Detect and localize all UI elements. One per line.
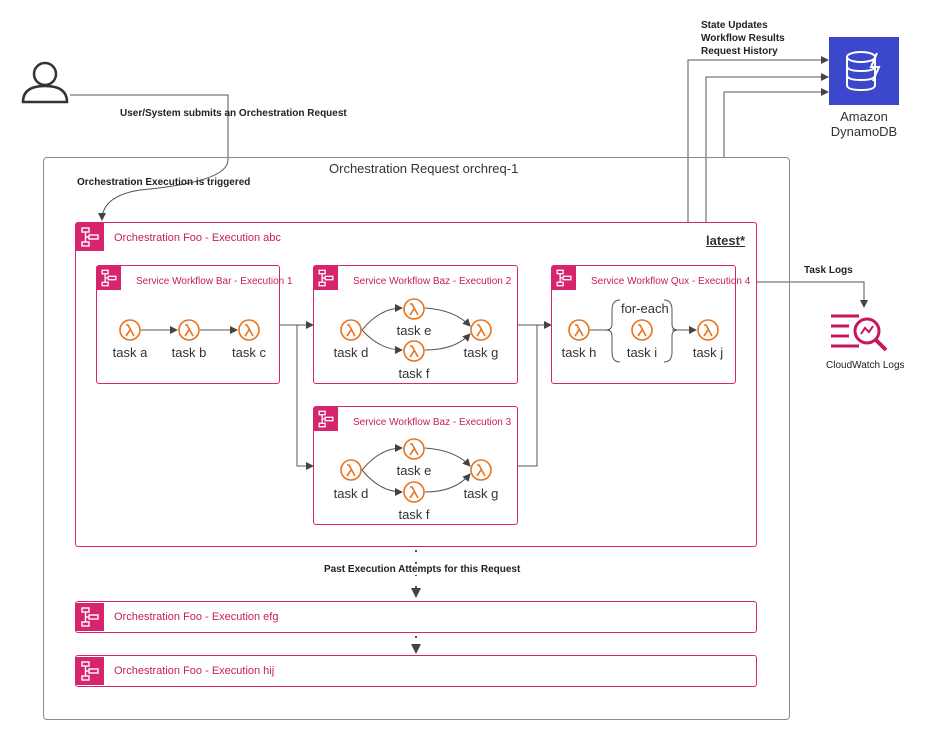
lambda-icon — [340, 319, 362, 341]
workflow-1: Service Workflow Bar - Execution 1 — [96, 265, 293, 384]
task-label: task d — [333, 486, 369, 501]
step-functions-icon — [552, 266, 576, 290]
triggered-label: Orchestration Execution is triggered — [77, 177, 251, 188]
lambda-icon — [470, 459, 492, 481]
lambda-icon — [568, 319, 590, 341]
step-functions-icon — [76, 657, 104, 685]
execution-past-1-title: Orchestration Foo - Execution efg — [114, 611, 279, 623]
task-label: task b — [171, 345, 207, 360]
workflow-4-title: Service Workflow Qux - Execution 4 — [591, 276, 751, 287]
step-functions-icon — [97, 266, 121, 290]
submit-label: User/System submits an Orchestration Req… — [120, 108, 347, 119]
task-label: task f — [398, 366, 430, 381]
execution-current: Orchestration Foo - Execution abc latest… — [75, 222, 757, 547]
workflow-3: Service Workflow Baz - Execution 3 — [313, 406, 518, 525]
workflow-results-label: Workflow Results — [701, 33, 785, 44]
step-functions-icon — [314, 266, 338, 290]
dynamodb-name-2: DynamoDB — [830, 124, 898, 139]
task-label: task e — [396, 323, 432, 338]
task-label: task h — [561, 345, 597, 360]
step-functions-icon — [314, 407, 338, 431]
task-label: task f — [398, 507, 430, 522]
lambda-icon — [340, 459, 362, 481]
latest-label: latest* — [706, 233, 746, 248]
orchestration-request-container: Orchestration Request orchreq-1 — [43, 157, 790, 720]
task-label: task g — [463, 486, 499, 501]
task-label: task i — [626, 345, 658, 360]
task-label: task c — [232, 345, 266, 360]
request-history-label: Request History — [701, 46, 778, 57]
task-label: task a — [112, 345, 148, 360]
lambda-icon — [403, 481, 425, 503]
lambda-icon — [178, 319, 200, 341]
past-attempts-label: Past Execution Attempts for this Request — [322, 564, 523, 575]
dynamodb-icon — [829, 37, 899, 105]
lambda-icon — [238, 319, 260, 341]
lambda-icon — [403, 298, 425, 320]
execution-past-1: Orchestration Foo - Execution efg — [75, 601, 757, 633]
workflow-3-title: Service Workflow Baz - Execution 3 — [353, 417, 512, 428]
task-label: task e — [396, 463, 432, 478]
lambda-icon — [697, 319, 719, 341]
for-each-label: for-each — [621, 301, 669, 316]
cloudwatch-name: CloudWatch Logs — [826, 360, 905, 371]
cloudwatch-logs-icon — [831, 314, 888, 352]
workflow-4: Service Workflow Qux - Execution 4 — [551, 265, 750, 384]
state-updates-label: State Updates — [701, 20, 768, 31]
lambda-icon — [470, 319, 492, 341]
task-label: task d — [333, 345, 369, 360]
execution-past-2-title: Orchestration Foo - Execution hij — [114, 665, 275, 677]
task-label: task g — [463, 345, 499, 360]
lambda-icon — [631, 319, 653, 341]
workflow-2-title: Service Workflow Baz - Execution 2 — [353, 276, 512, 287]
step-functions-icon — [76, 223, 104, 251]
dynamodb-name-1: Amazon — [840, 109, 888, 124]
lambda-icon — [403, 438, 425, 460]
step-functions-icon — [76, 603, 104, 631]
lambda-icon — [119, 319, 141, 341]
workflow-1-title: Service Workflow Bar - Execution 1 — [136, 276, 293, 287]
request-title: Orchestration Request orchreq-1 — [329, 161, 519, 176]
workflow-2: Service Workflow Baz - Execution 2 — [313, 265, 518, 384]
execution-current-title: Orchestration Foo - Execution abc — [114, 232, 281, 244]
task-logs-label: Task Logs — [804, 265, 853, 276]
task-label: task j — [692, 345, 724, 360]
execution-past-2: Orchestration Foo - Execution hij — [75, 655, 757, 687]
user-icon — [21, 61, 69, 104]
lambda-icon — [403, 340, 425, 362]
